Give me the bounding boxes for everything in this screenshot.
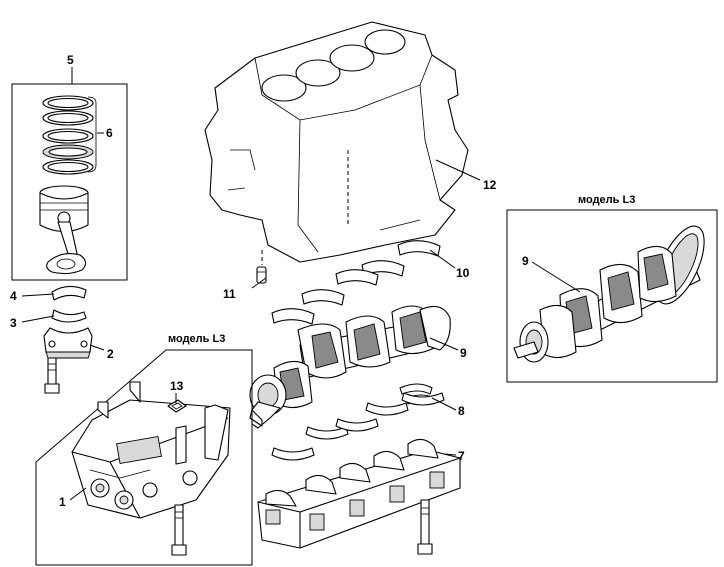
dowel-pin <box>256 250 267 284</box>
rod-cap <box>43 327 93 359</box>
model-l3-crankshaft-box <box>506 209 718 383</box>
callout-13: 13 <box>170 379 184 393</box>
callout-3: 3 <box>10 316 17 330</box>
piston-rings <box>42 95 94 175</box>
callout-6: 6 <box>106 126 113 140</box>
callout-2: 2 <box>107 347 114 361</box>
upper-main-bearing-shells <box>271 240 441 325</box>
lower-block-bolt <box>171 504 187 556</box>
model-label-left: модель L3 <box>168 333 225 345</box>
callout-12: 12 <box>483 178 497 192</box>
callout-8: 8 <box>458 404 465 418</box>
piston <box>39 185 89 233</box>
callout-1: 1 <box>59 495 66 509</box>
callout-5: 5 <box>67 53 74 67</box>
callout-7: 7 <box>458 449 465 463</box>
model-l3-lower-block-box <box>35 349 253 566</box>
callout-9-l3: 9 <box>522 254 529 268</box>
piston-assembly-box <box>11 83 128 281</box>
rod-bearing-shells <box>51 285 87 323</box>
lower-main-bearing-shells <box>271 392 445 461</box>
connecting-rod <box>46 221 87 275</box>
leader-lines <box>21 67 581 501</box>
model-label-right: модель L3 <box>578 194 635 206</box>
callout-10: 10 <box>456 266 470 280</box>
main-bearing-cap-assembly <box>257 438 461 549</box>
callout-11: 11 <box>223 287 236 301</box>
main-cap-bolt <box>417 499 433 555</box>
crankshaft <box>249 305 451 429</box>
callout-numbers: 5 6 12 11 10 4 3 2 9 8 7 13 1 9 <box>10 53 529 509</box>
rod-bolt <box>44 357 60 394</box>
callout-9: 9 <box>460 346 467 360</box>
cylinder-block <box>204 21 469 263</box>
callout-4: 4 <box>10 289 17 303</box>
